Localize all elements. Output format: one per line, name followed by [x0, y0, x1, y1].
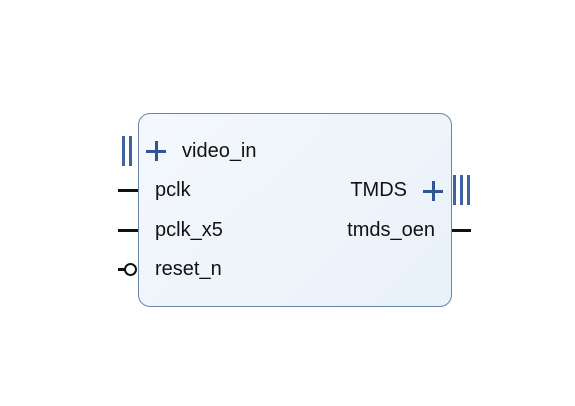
port-label-pclk: pclk: [155, 179, 191, 201]
port-label-tmds-oen: tmds_oen: [347, 219, 435, 241]
port-label-reset-n: reset_n: [155, 258, 222, 280]
port-label-pclk-x5: pclk_x5: [155, 219, 223, 241]
reset-n-pin[interactable]: [118, 268, 126, 271]
port-label-tmds: TMDS: [350, 179, 407, 201]
pclk-x5-pin[interactable]: [118, 229, 138, 232]
tmds-oen-pin[interactable]: [452, 229, 471, 232]
reset-n-invert-bubble-icon: [124, 263, 137, 276]
video-in-expand-icon[interactable]: [146, 141, 166, 161]
tmds-bus-bar-2: [460, 175, 463, 205]
tmds-bus-bar-1: [453, 175, 456, 205]
video-in-bus-bar-1: [122, 136, 125, 166]
pclk-pin[interactable]: [118, 189, 138, 192]
ip-block[interactable]: [138, 113, 452, 307]
video-in-bus-bar-2: [129, 136, 132, 166]
tmds-bus-bar-3: [467, 175, 470, 205]
tmds-expand-icon[interactable]: [423, 181, 443, 201]
port-label-video-in: video_in: [182, 140, 257, 162]
